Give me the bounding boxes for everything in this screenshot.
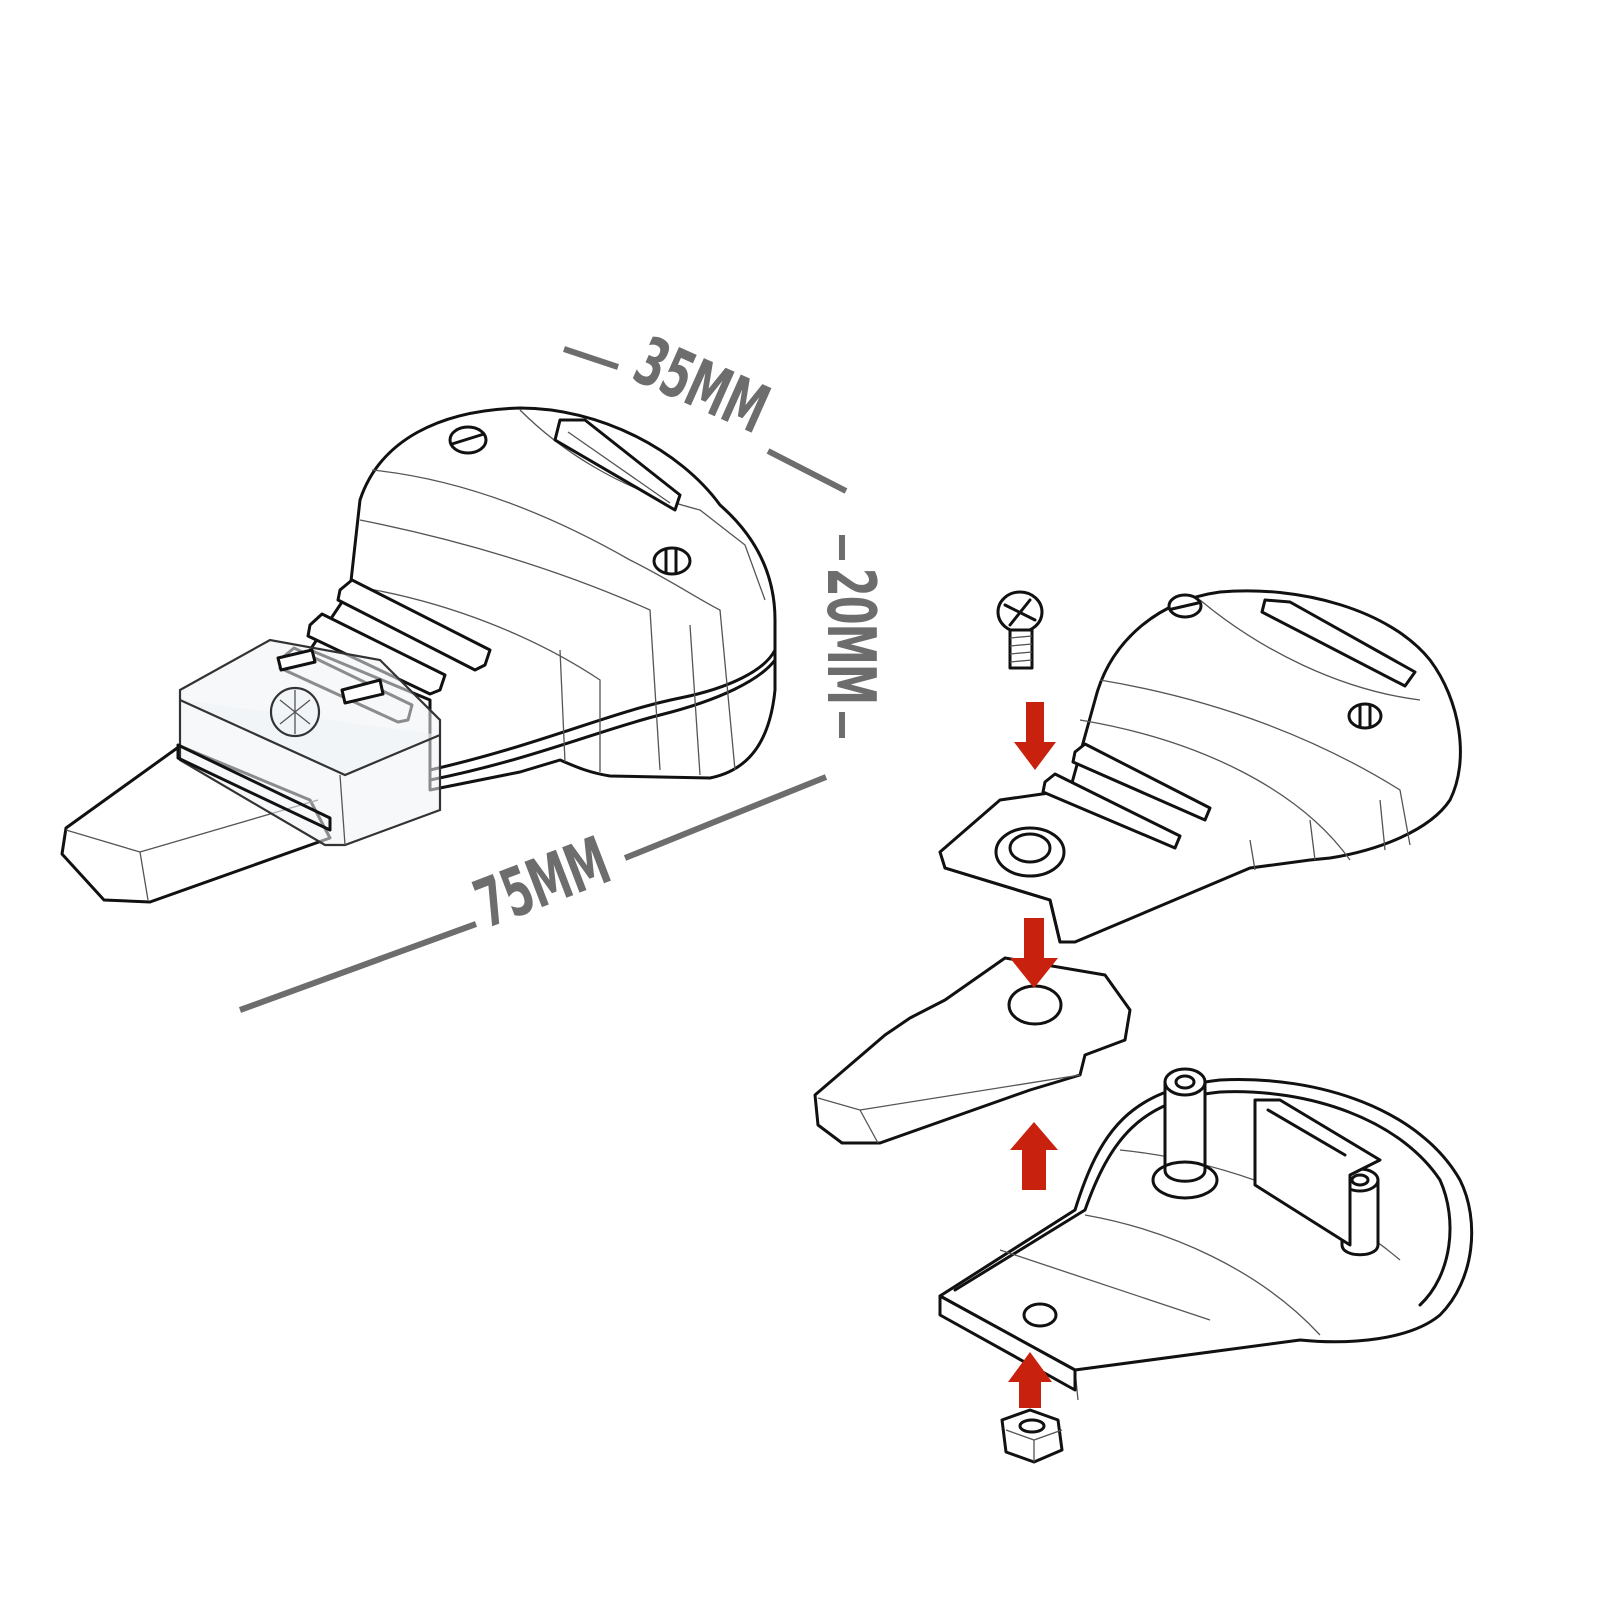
width-label: 35MM bbox=[623, 322, 779, 449]
sleeve-screw-icon bbox=[269, 686, 321, 738]
arrow-down-icon-2 bbox=[1010, 918, 1058, 988]
top-cover bbox=[938, 589, 1462, 944]
hex-nut-icon bbox=[1000, 1408, 1064, 1464]
transparent-sleeve bbox=[176, 638, 442, 847]
clip-body bbox=[308, 406, 777, 792]
arrow-down-icon bbox=[1014, 702, 1056, 770]
height-label: 20MM bbox=[811, 568, 889, 704]
screw-hole-1 bbox=[448, 425, 488, 455]
screw-icon bbox=[996, 590, 1044, 670]
length-label: 75MM bbox=[464, 822, 619, 944]
arrow-up-icon bbox=[1010, 1122, 1058, 1190]
arrow-up-icon-2 bbox=[1008, 1352, 1052, 1408]
bottom-tray bbox=[938, 1067, 1474, 1401]
metal-plate bbox=[813, 956, 1132, 1145]
assembled-clip bbox=[60, 406, 777, 904]
dimension-height: 20MM bbox=[811, 535, 889, 738]
tray-post-1 bbox=[1151, 1067, 1219, 1200]
cover-boss bbox=[994, 826, 1066, 878]
screw-hole-2 bbox=[652, 546, 692, 576]
